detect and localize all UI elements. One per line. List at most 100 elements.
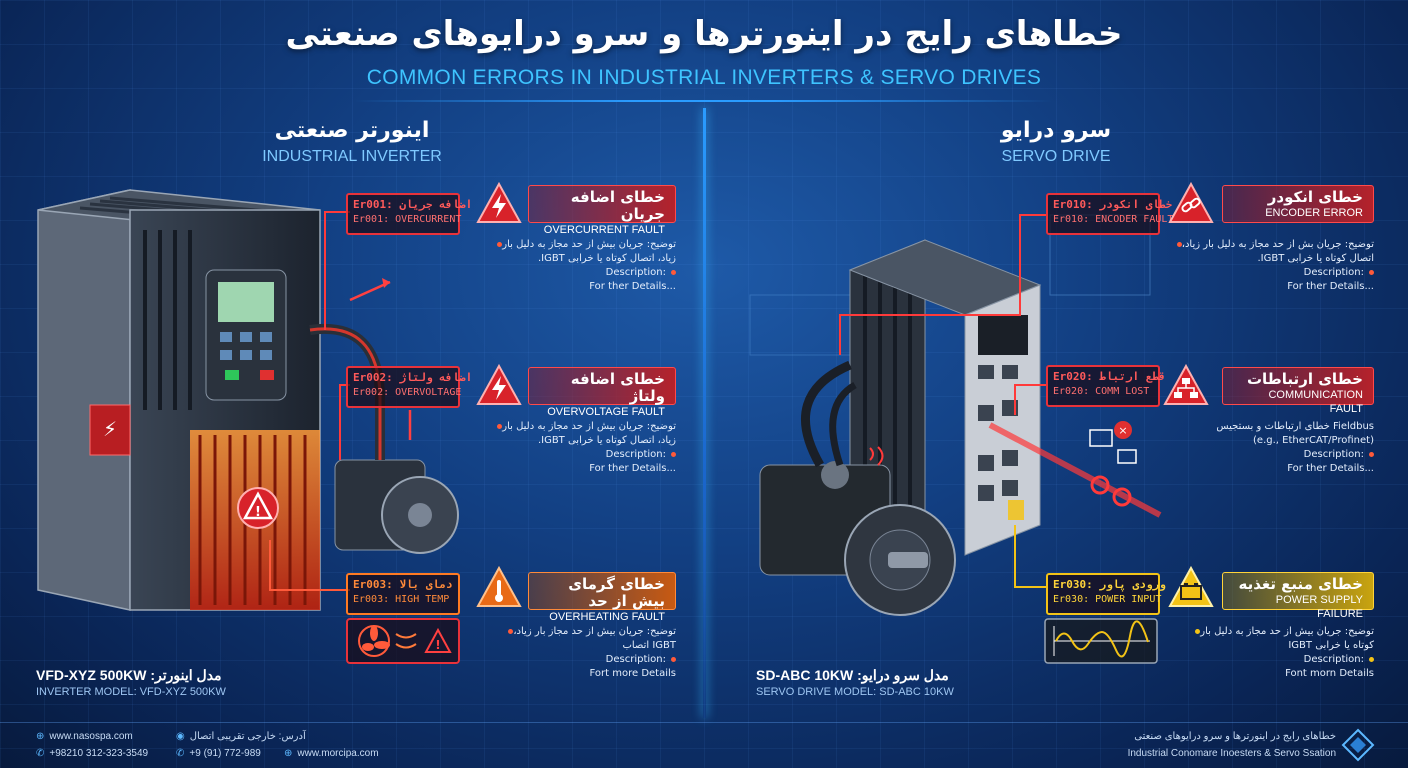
globe-icon: ⊕ [36,731,45,742]
desc-more-link[interactable]: Fort more Details [589,668,676,679]
servo-illustration: × [749,214,1162,616]
fault-title-en: ENCODER ERROR [1265,207,1363,219]
phone-icon: ✆ [176,748,185,759]
desc-label: Description: [605,267,666,278]
footer: ⊕ www.nasospa.com ◉ آدرس: خارجی تقریبی اتص… [0,722,1408,768]
servo-fault-1-code: Er010: خطای انکودر Er010: ENCODER FAULT [1046,193,1174,235]
fault-code-en: Er001: OVERCURRENT [353,214,462,225]
inverter-fault-1-banner: خطای اضافه جریان OVERCURRENT FAULT [528,185,676,236]
bullet-dot-icon [671,656,676,662]
footer-website-1[interactable]: www.nasospa.com [49,731,133,742]
servo-fault-1-desc: توضیح: جریان بش از حد مجاز به دلیل بار ز… [1138,238,1374,294]
fault-code-en: Er010: ENCODER FAULT [1053,214,1174,225]
footer-phone-1[interactable]: +98210 312-323-3549 [49,748,149,759]
footer-phone-2[interactable]: +9 (91) 772-989 [189,748,261,759]
location-icon: ◉ [176,731,185,742]
bullet-dot-icon [1369,269,1374,275]
page-title-en: COMMON ERRORS IN INDUSTRIAL INVERTERS & … [366,66,1042,89]
svg-text:×: × [1118,424,1127,437]
broken-link-warning-icon [1168,181,1214,223]
fault-code-en: Er030: POWER INPUT [1053,594,1162,605]
desc-fa-line1: توضیح: جریان بیش از حد مجاز بار زیاد، [513,626,676,637]
servo-fault-2-code: Er020: قطع ارتباط Er020: COMM LOST [1046,365,1166,407]
desc-label: Description: [605,449,666,460]
globe-icon: ⊕ [284,748,293,759]
fault-title-fa: خطای اضافه جریان [570,188,665,223]
bullet-dot-icon [508,628,514,634]
fault-code-fa: Er001: اضافه جریان [353,198,473,211]
inverter-fault-1-desc: توضیح: جریان بیش از حد مجاز به دلیل بار … [440,238,676,294]
fault-title-en: OVERCURRENT FAULT [543,224,665,236]
phone-icon: ✆ [36,748,45,759]
inverter-fault-2-banner: خطای اضافه ولتاژ OVERVOLTAGE FAULT [528,367,676,418]
servo-fault-3-banner: خطای منبع تغذیه POWER SUPPLY FAILURE [1222,572,1374,620]
inverter-fault-3-banner: خطای گرمای بیش از حد OVERHEATING FAULT [528,572,676,623]
inverter-fault-2-code: Er002: اضافه ولتاژ Er002: OVERVOLTAGE [346,366,473,408]
fault-title-fa: خطای اضافه ولتاژ [570,370,665,405]
fault-code-fa: Er003: دمای بالا [353,578,453,591]
desc-more-link[interactable]: Font morn Details [1285,668,1374,679]
servo-title-fa: سرو درایو [1000,118,1112,143]
fault-code-fa: Er002: اضافه ولتاژ [353,371,473,384]
bullet-dot-icon [1195,628,1201,634]
inverter-model: VFD-XYZ 500KW :مدل اینورتر [36,667,222,683]
inverter-illustration: ! ⚡ [37,189,459,611]
bullet-dot-icon [671,269,676,275]
desc-label: Description: [1303,267,1364,278]
footer-website-2[interactable]: www.morcipa.com [297,748,379,759]
fan-overheat-icon: ! [346,618,460,664]
section-divider [353,100,1053,718]
footer-brand-en: Industrial Conomare Inoesters & Servo Ss… [1127,748,1336,759]
fault-code-fa: Er030: ورودی پاور [1053,578,1166,591]
desc-fa-line1: Fieldbus خطای ارتباطات و بستجیس [1216,421,1374,432]
desc-label: Description: [1303,449,1364,460]
servo-fault-3-desc: توضیح: جریان بیش از حد مجاز به دلیل بار … [1138,625,1374,681]
servo-fault-1-banner: خطای انکودر ENCODER ERROR [1222,185,1374,223]
footer-address: آدرس: خارجی تقریبی اتصال [189,731,306,742]
bullet-dot-icon [1176,241,1182,247]
desc-fa-line2: زیاد، اتصال کوتاه یا خرابی IGBT. [537,253,676,264]
bullet-dot-icon [1369,451,1374,457]
servo-title-en: SERVO DRIVE [1001,148,1111,165]
inverter-title-en: INDUSTRIAL INVERTER [262,148,442,165]
desc-more-link[interactable]: For ther Details... [1287,463,1374,474]
fault-code-fa: Er020: قطع ارتباط [1053,370,1166,383]
fault-title-en: COMMUNICATION FAULT [1268,389,1363,415]
servo-fault-2-desc: Fieldbus خطای ارتباطات و بستجیس (e.g., E… [1138,420,1374,476]
bullet-dot-icon [1369,656,1374,662]
fault-title-fa: خطای منبع تغذیه [1238,575,1363,593]
desc-fa-line2: زیاد، اتصال کوتاه یا خرابی IGBT. [537,435,676,446]
inverter-fault-2-desc: توضیح: جریان بیش از حد مجاز به دلیل بار … [440,420,676,476]
svg-text:⚡: ⚡ [103,417,117,441]
fault-title-fa: خطای ارتباطات [1246,370,1363,388]
lightning-warning-icon [476,181,522,223]
desc-fa-line1: توضیح: جریان بیش از حد مجاز به دلیل بار [1200,626,1374,637]
desc-fa-line2: اتصال کوتاه یا خرابی IGBT. [1257,253,1374,264]
fault-code-en: Er003: HIGH TEMP [353,594,450,605]
voltage-warning-icon [476,363,522,405]
svg-text:!: ! [255,505,261,520]
network-warning-icon [1163,363,1209,405]
servo-connector-lines [839,214,1046,588]
fault-title-en: OVERVOLTAGE FAULT [547,406,665,418]
desc-more-link[interactable]: For ther Details... [589,463,676,474]
bullet-dot-icon [497,241,503,247]
page-title-fa: خطاهای رایج در اینورترها و سرو درایوهای … [285,14,1123,54]
bullet-dot-icon [671,451,676,457]
desc-fa-line1: توضیح: جریان بش از حد مجاز به دلیل بار ز… [1181,239,1374,250]
battery-warning-icon [1168,565,1214,607]
servo-fault-2-banner: خطای ارتباطات COMMUNICATION FAULT [1222,367,1374,415]
fault-code-fa: Er010: خطای انکودر [1053,198,1173,211]
desc-more-link[interactable]: For ther Details... [1287,281,1374,292]
inverter-connector-lines [269,211,350,591]
fault-title-fa: خطای انکودر [1267,188,1363,206]
desc-more-link[interactable]: For ther Details... [589,281,676,292]
company-logo-icon [1341,728,1375,762]
desc-fa-line1: توضیح: جریان بیش از حد مجاز به دلیل بار [502,239,676,250]
servo-fault-3-code: Er030: ورودی پاور Er030: POWER INPUT [1046,573,1166,615]
inverter-fault-3-code: Er003: دمای بالا Er003: HIGH TEMP [346,573,460,615]
fault-code-en: Er020: COMM LOST [1053,386,1150,397]
bullet-dot-icon [497,423,503,429]
desc-fa-line2: (e.g., EtherCAT/Profinet) [1253,435,1374,446]
desc-fa-line2: IGBT اتصاب [622,640,676,651]
